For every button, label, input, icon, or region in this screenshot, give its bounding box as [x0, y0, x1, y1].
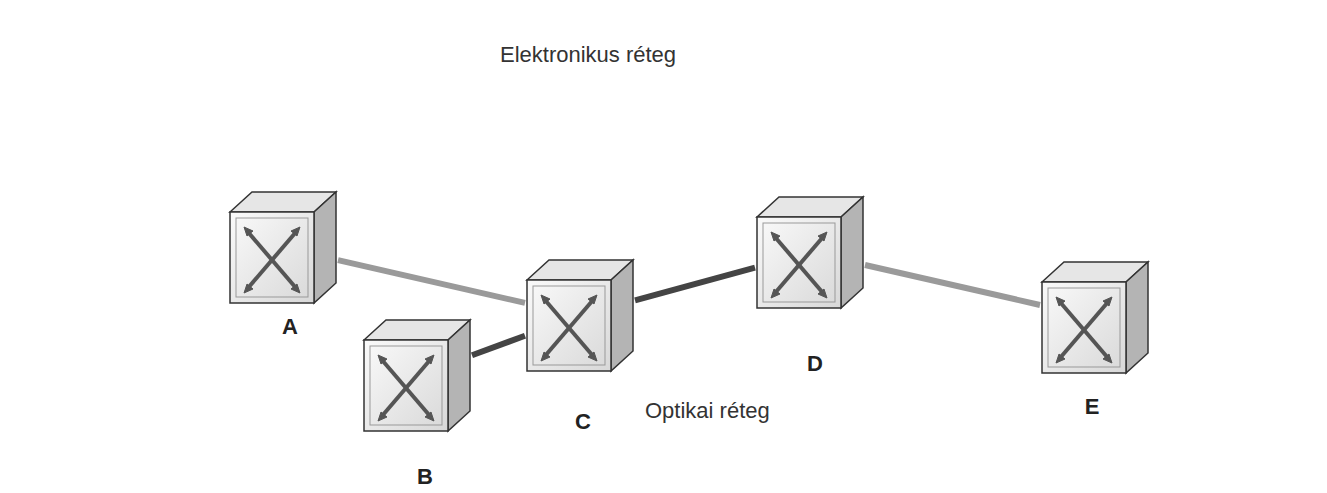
layer-ellipse: Elektronikus réteg — [30, 28, 1312, 194]
ellipse-shape — [32, 30, 1310, 192]
optical-switch: E — [1040, 260, 1150, 375]
optical-link — [635, 268, 755, 301]
switch-icon — [527, 260, 633, 371]
layer-title: Optikai réteg — [645, 398, 770, 424]
layer-title: Elektronikus réteg — [500, 42, 676, 68]
router-icon — [240, 32, 340, 110]
switch-icon — [525, 258, 635, 373]
router-icon — [540, 80, 640, 158]
ellipse-shape — [28, 189, 1306, 453]
node-label: B — [370, 464, 480, 490]
link-line — [338, 260, 525, 303]
drawing-part — [416, 166, 424, 330]
switch-icon — [1042, 262, 1148, 373]
switch-icon — [228, 190, 338, 305]
switch-icon — [757, 197, 863, 308]
drawing-part — [286, 108, 294, 200]
link-line — [635, 268, 755, 301]
switch-icon — [362, 318, 472, 433]
optical-switch: D — [755, 195, 865, 310]
node-label: A — [235, 314, 345, 340]
layer-links — [290, 108, 1097, 330]
optical-switch: A — [228, 190, 338, 305]
switch-icon — [230, 192, 336, 303]
optical-link — [865, 265, 1040, 305]
switch-icon — [1040, 260, 1150, 375]
optical-switch: B — [362, 318, 472, 433]
switch-icon — [364, 320, 470, 431]
drawing-part — [1093, 108, 1101, 270]
node-label: C — [528, 409, 638, 435]
drawing-part — [578, 156, 586, 270]
node-label: D — [760, 351, 870, 377]
node-label: E — [1037, 394, 1147, 420]
router-icon — [769, 87, 869, 165]
link-line — [472, 336, 525, 356]
router-icon — [370, 90, 470, 168]
router-icon — [1047, 32, 1147, 110]
link-line — [865, 265, 1040, 305]
switch-icon — [755, 195, 865, 310]
optical-switch: C — [525, 258, 635, 373]
drawing-part — [596, 156, 604, 270]
layer-ellipse: Optikai rétegABCDE — [26, 187, 1308, 455]
optical-link — [472, 336, 525, 356]
optical-link — [338, 260, 525, 303]
